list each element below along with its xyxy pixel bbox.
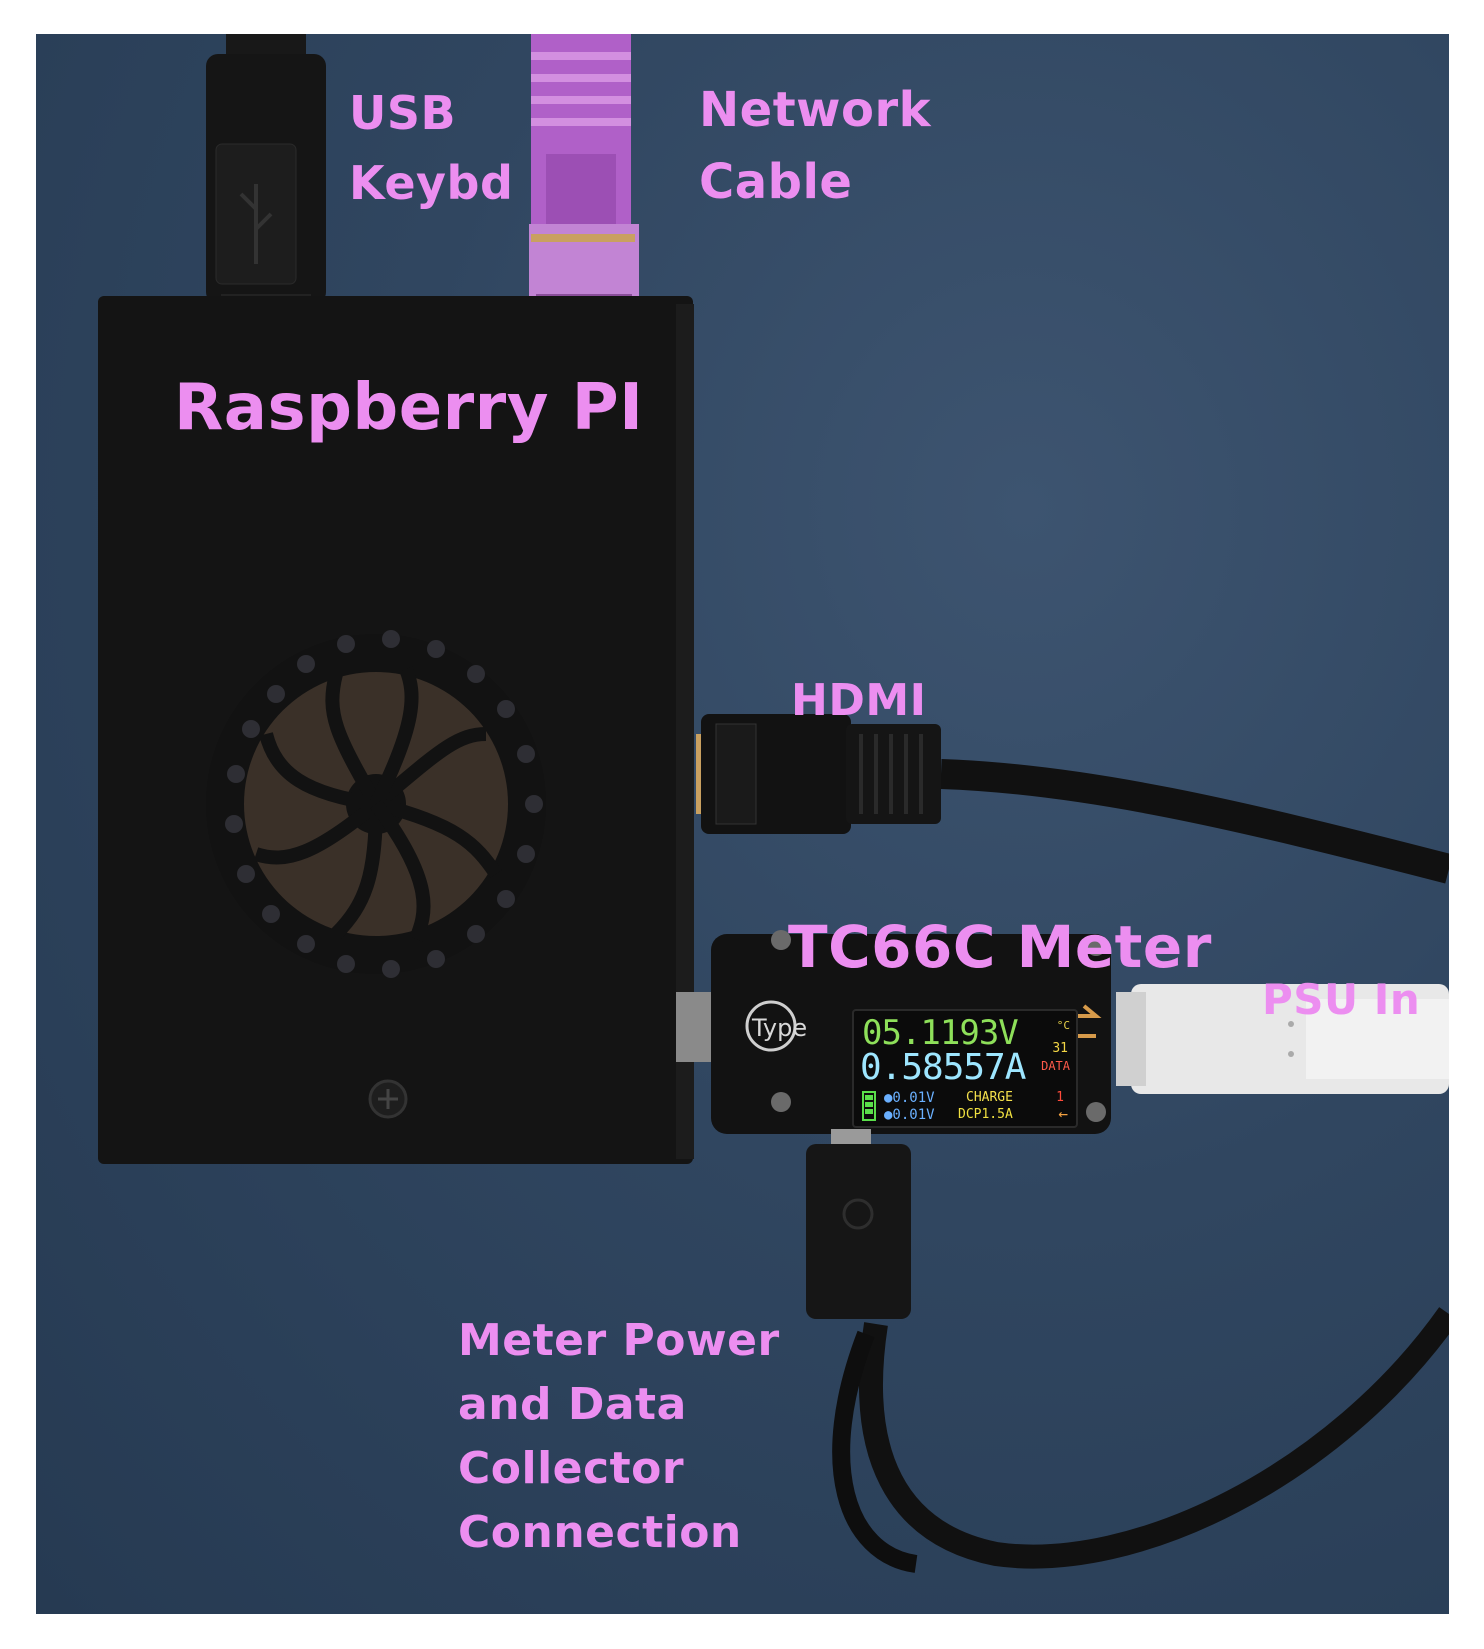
dminus-voltage: ●0.01V	[884, 1107, 935, 1123]
hdmi-plug	[696, 714, 941, 834]
usb-label-line2: Keybd	[349, 156, 514, 210]
meter-lcd-screen: 05.1193V °C 31 0.58557A DATA ●0.01V CHAR…	[852, 1009, 1078, 1128]
photo: Type 05.1193V °C 31 0.58557A DATA ●0.01V…	[36, 34, 1449, 1614]
usb-keyboard-plug	[206, 34, 326, 314]
protocol-label: DCP1.5A	[958, 1107, 1013, 1122]
raspberry-pi-label: Raspberry PI	[174, 371, 644, 445]
current-readout: 0.58557A	[860, 1047, 1026, 1088]
dplus-voltage: ●0.01V	[884, 1090, 935, 1106]
mode-label: CHARGE	[966, 1090, 1013, 1105]
scene-illustration: Type	[98, 34, 1449, 1573]
network-label-line1: Network	[699, 82, 932, 138]
direction-arrow-icon: ←	[1058, 1104, 1068, 1123]
battery-icon	[862, 1091, 876, 1121]
hdmi-label: HDMI	[791, 675, 927, 726]
network-cable-plug	[529, 34, 639, 306]
type-c-logo: Type	[751, 1014, 807, 1042]
data-label: DATA	[1041, 1059, 1070, 1073]
usb-keyboard-label: USB Keybd	[349, 90, 513, 206]
psu-in-label: PSU In	[1262, 975, 1421, 1024]
meter-connection-label: Meter Power and Data Collector Connectio…	[458, 1319, 780, 1555]
meter-usb-cable	[859, 1307, 1449, 1569]
usb-label-line1: USB	[349, 86, 457, 140]
meter-label-line1: Meter Power	[458, 1315, 780, 1366]
voltage-readout: 05.1193V	[862, 1013, 1019, 1053]
temperature-value: 31	[1052, 1041, 1068, 1056]
network-label-line2: Cable	[699, 154, 853, 210]
raspberry-pi-case	[98, 296, 694, 1164]
meter-label-line4: Connection	[458, 1507, 742, 1558]
meter-power-plug	[806, 1129, 911, 1319]
tc66c-meter-label: TC66C Meter	[788, 913, 1212, 981]
meter-label-line2: and Data	[458, 1379, 687, 1430]
group-number: 1	[1056, 1090, 1064, 1105]
temperature-unit: °C	[1056, 1019, 1070, 1032]
meter-label-line3: Collector	[458, 1443, 685, 1494]
network-cable-label: Network Cable	[699, 86, 931, 206]
hdmi-cable	[940, 759, 1449, 884]
psu-usb-c-cable	[1116, 984, 1449, 1094]
